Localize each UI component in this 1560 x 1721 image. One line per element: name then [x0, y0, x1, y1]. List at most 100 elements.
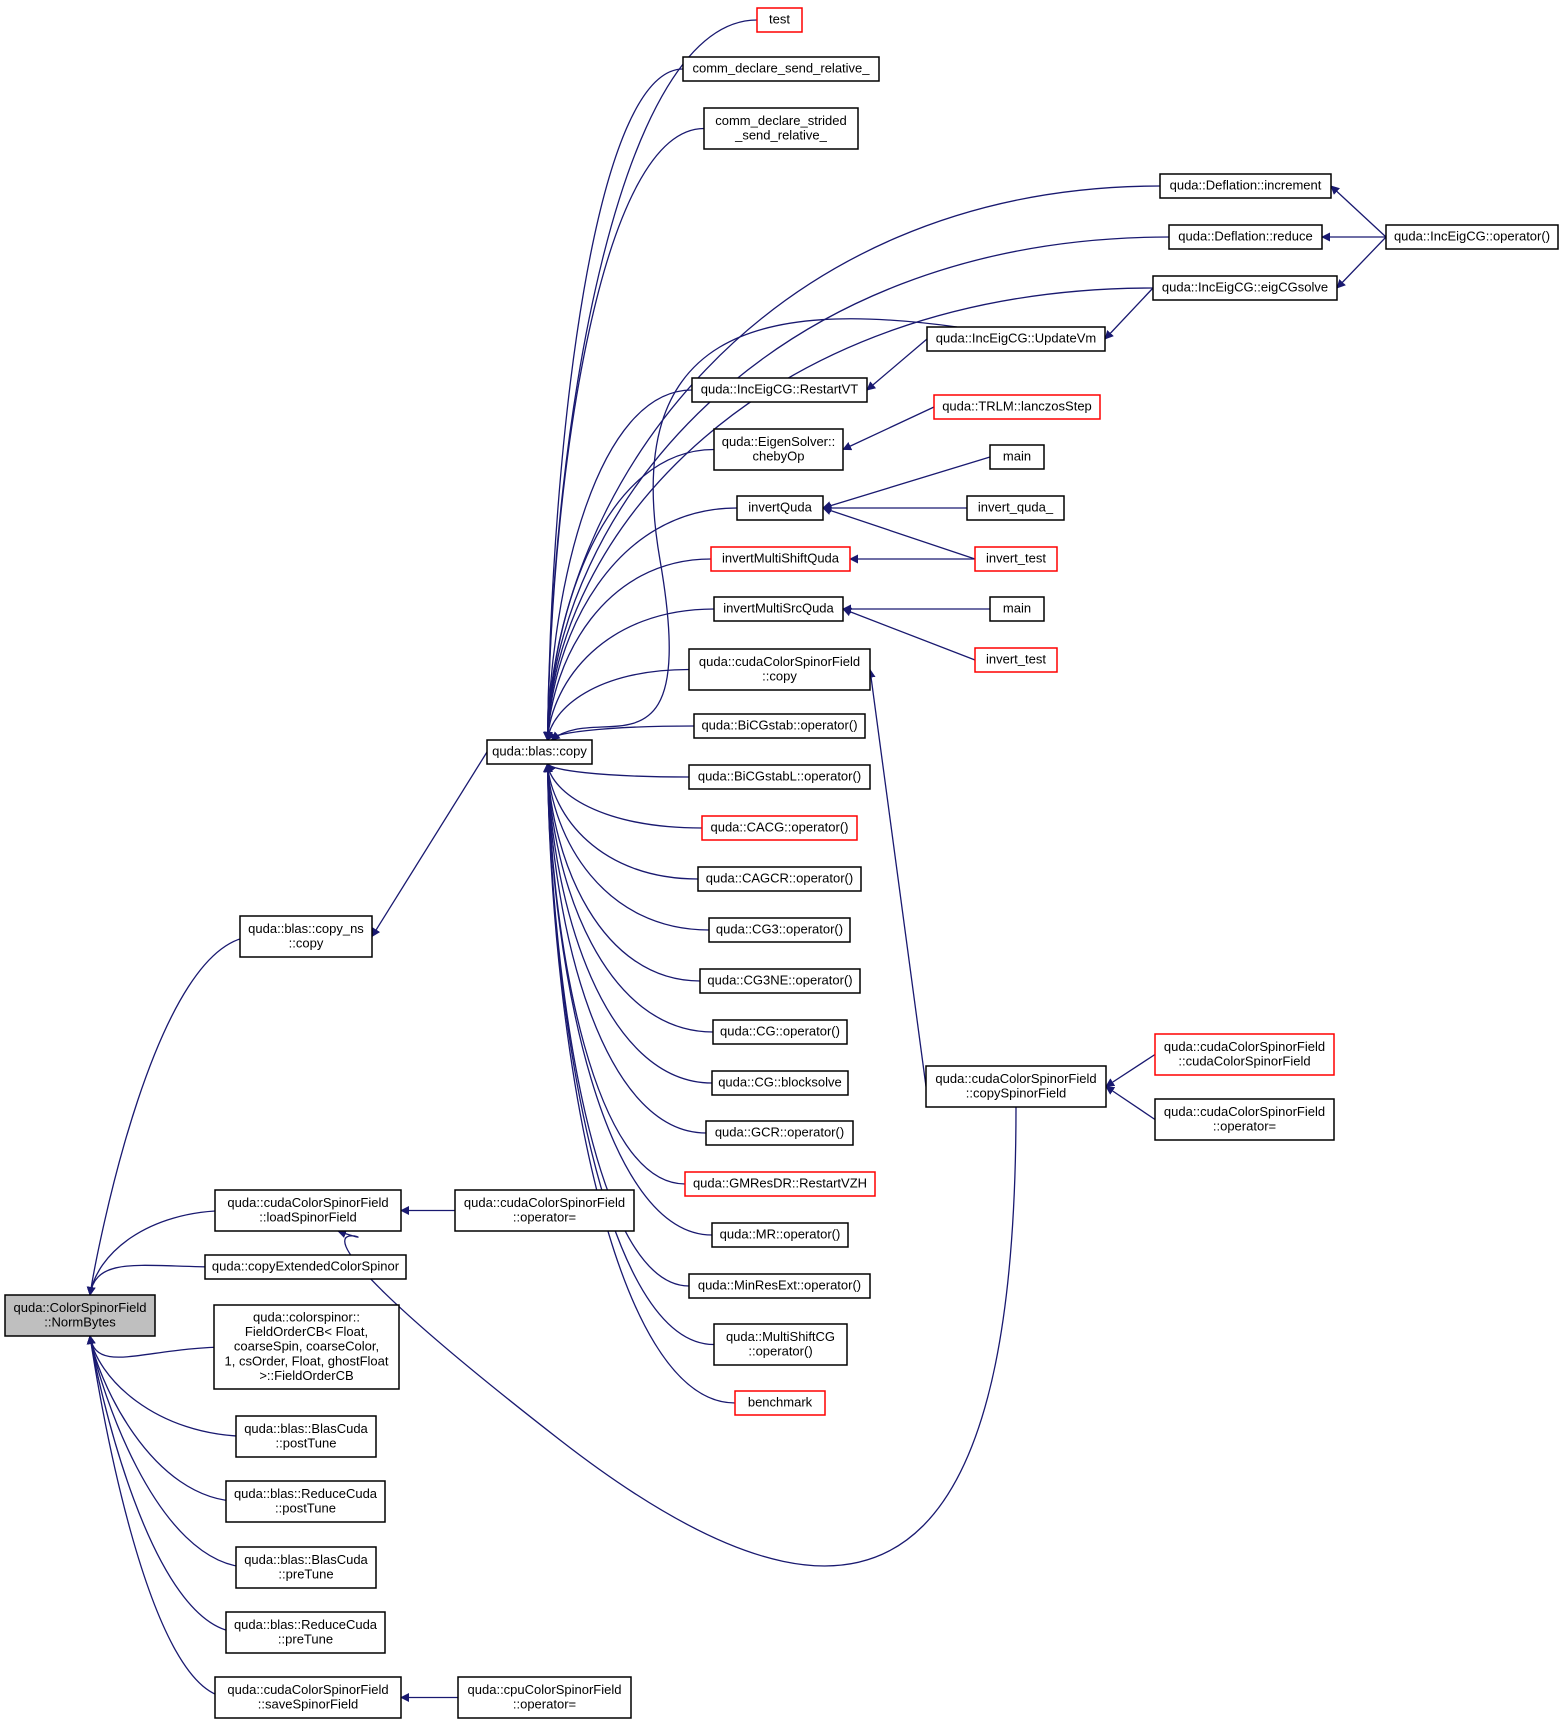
graph-node-gmres[interactable]: quda::GMResDR::RestartVZH — [684, 1171, 876, 1197]
graph-node-lanczos[interactable]: quda::TRLM::lanczosStep — [933, 394, 1101, 420]
graph-node-cagcr[interactable]: quda::CAGCR::operator() — [697, 866, 862, 892]
node-label: >::FieldOrderCB — [259, 1368, 353, 1383]
node-box — [705, 1120, 854, 1146]
edge-copyns-to-root — [86, 935, 256, 1296]
graph-node-cg3[interactable]: quda::CG3::operator() — [708, 917, 851, 943]
graph-node-cg[interactable]: quda::CG::operator() — [712, 1019, 848, 1045]
graph-node-blascopy[interactable]: quda::blas::copy — [486, 739, 593, 765]
node-label: quda::cpuColorSpinorField — [468, 1682, 622, 1697]
node-box — [486, 739, 593, 765]
node-label: invert_quda_ — [978, 500, 1054, 515]
edge-cagcr-to-blascopy — [543, 763, 699, 880]
graph-node-updVm[interactable]: quda::IncEigCG::UpdateVm — [926, 326, 1106, 352]
node-box — [204, 1254, 407, 1280]
graph-node-bicgL[interactable]: quda::BiCGstabL::operator() — [688, 764, 871, 790]
node-box — [713, 596, 844, 622]
node-label: quda::cudaColorSpinorField — [699, 654, 860, 669]
graph-node-cacg[interactable]: quda::CACG::operator() — [701, 815, 858, 841]
node-label: benchmark — [748, 1395, 813, 1410]
node-box — [213, 1304, 400, 1390]
node-box — [756, 7, 803, 33]
graph-node-bench[interactable]: benchmark — [734, 1390, 826, 1416]
graph-node-invQ_[interactable]: invert_quda_ — [966, 495, 1065, 521]
graph-node-invTest1[interactable]: invert_test — [974, 546, 1058, 572]
node-label: quda::cudaColorSpinorField — [464, 1195, 625, 1210]
graph-node-cpuOpEq[interactable]: quda::cpuColorSpinorField::operator= — [457, 1676, 632, 1719]
graph-node-cudaOpEq1[interactable]: quda::cudaColorSpinorField::operator= — [454, 1189, 635, 1232]
graph-node-root[interactable]: quda::ColorSpinorField::NormBytes — [4, 1294, 156, 1337]
graph-node-incOp[interactable]: quda::IncEigCG::operator() — [1385, 224, 1559, 250]
node-label: 1, csOrder, Float, ghostFloat — [224, 1353, 388, 1368]
graph-node-invMSrc[interactable]: invertMultiSrcQuda — [713, 596, 844, 622]
node-label: chebyOp — [752, 449, 804, 464]
node-box — [711, 1070, 849, 1096]
edge-redPre-to-root — [86, 1335, 242, 1634]
node-label: quda::colorspinor:: — [253, 1310, 360, 1325]
node-label: quda::IncEigCG::RestartVT — [701, 382, 859, 397]
graph-node-defInc[interactable]: quda::Deflation::increment — [1159, 173, 1332, 199]
graph-node-copyExt[interactable]: quda::copyExtendedColorSpinor — [204, 1254, 407, 1280]
node-label: main — [1003, 601, 1031, 616]
graph-node-blasPre[interactable]: quda::blas::BlasCuda::preTune — [235, 1546, 377, 1589]
graph-node-copyns[interactable]: quda::blas::copy_ns::copy — [239, 915, 373, 958]
node-box — [712, 1019, 848, 1045]
graph-node-cgbs[interactable]: quda::CG::blocksolve — [711, 1070, 849, 1096]
graph-node-copySF[interactable]: quda::cudaColorSpinorField::copySpinorFi… — [925, 1065, 1107, 1108]
node-box — [1159, 173, 1332, 199]
edge-defRed-to-blascopy — [543, 236, 1170, 741]
graph-node-mr[interactable]: quda::MR::operator() — [711, 1222, 849, 1248]
graph-node-cudaCopy[interactable]: quda::cudaColorSpinorField::copy — [688, 648, 871, 691]
graph-node-cudaOpEq2[interactable]: quda::cudaColorSpinorField::operator= — [1154, 1098, 1335, 1141]
graph-node-invMS[interactable]: invertMultiShiftQuda — [710, 546, 851, 572]
graph-node-eigSolve[interactable]: quda::IncEigCG::eigCGsolve — [1152, 275, 1338, 301]
node-box — [225, 1611, 386, 1654]
graph-node-mscg[interactable]: quda::MultiShiftCG::operator() — [713, 1323, 848, 1366]
graph-node-cdssr[interactable]: comm_declare_strided_send_relative_ — [703, 107, 859, 150]
graph-node-redPost[interactable]: quda::blas::ReduceCuda::postTune — [225, 1480, 386, 1523]
graph-node-cg3ne[interactable]: quda::CG3NE::operator() — [699, 968, 861, 994]
graph-node-cheby[interactable]: quda::EigenSolver::chebyOp — [713, 428, 844, 471]
node-label: invert_test — [986, 652, 1046, 667]
graph-node-saveSF[interactable]: quda::cudaColorSpinorField::saveSpinorFi… — [214, 1676, 402, 1719]
graph-node-loadSF[interactable]: quda::cudaColorSpinorField::loadSpinorFi… — [214, 1189, 402, 1232]
node-label: invertMultiSrcQuda — [723, 601, 834, 616]
graph-node-redPre[interactable]: quda::blas::ReduceCuda::preTune — [225, 1611, 386, 1654]
node-label: ::saveSpinorField — [258, 1697, 358, 1712]
node-box — [4, 1294, 156, 1337]
node-box — [1168, 224, 1323, 250]
edge-invTest2-to-invMSrc — [842, 607, 976, 661]
node-box — [688, 648, 871, 691]
graph-node-gcr[interactable]: quda::GCR::operator() — [705, 1120, 854, 1146]
graph-node-invQuda[interactable]: invertQuda — [736, 495, 824, 521]
node-box — [989, 596, 1045, 622]
graph-node-main2[interactable]: main — [989, 596, 1045, 622]
graph-node-invTest2[interactable]: invert_test — [974, 647, 1058, 673]
edge-invMSrc-to-blascopy — [543, 608, 715, 741]
edge-eigSolve-to-blascopy — [543, 287, 1154, 741]
node-label: quda::blas::BlasCuda — [244, 1421, 368, 1436]
node-label: quda::CACG::operator() — [710, 820, 848, 835]
node-box — [1154, 1098, 1335, 1141]
node-box — [225, 1480, 386, 1523]
edge-blasPre-to-root — [86, 1335, 252, 1569]
node-label: quda::blas::ReduceCuda — [234, 1486, 378, 1501]
graph-node-cdsr[interactable]: comm_declare_send_relative_ — [682, 56, 880, 82]
edge-fieldOrder-to-root — [86, 1335, 230, 1358]
node-box — [697, 866, 862, 892]
graph-node-minres[interactable]: quda::MinResExt::operator() — [688, 1273, 871, 1299]
graph-node-main1[interactable]: main — [989, 444, 1045, 470]
graph-node-fieldOrder[interactable]: quda::colorspinor::FieldOrderCB< Float,c… — [213, 1304, 400, 1390]
graph-node-bicg[interactable]: quda::BiCGstab::operator() — [693, 713, 866, 739]
edge-cdssr-to-blascopy — [543, 127, 705, 741]
graph-node-blasPost[interactable]: quda::blas::BlasCuda::postTune — [235, 1415, 377, 1458]
node-label: quda::IncEigCG::operator() — [1394, 229, 1550, 244]
node-box — [701, 815, 858, 841]
edge-redPost-to-root — [86, 1335, 242, 1503]
node-box — [688, 764, 871, 790]
graph-node-cudaCtor[interactable]: quda::cudaColorSpinorField::cudaColorSpi… — [1154, 1033, 1335, 1076]
graph-node-restartVT[interactable]: quda::IncEigCG::RestartVT — [691, 377, 868, 403]
graph-node-test[interactable]: test — [756, 7, 803, 33]
node-label: ::preTune — [278, 1567, 333, 1582]
node-label: quda::cudaColorSpinorField — [227, 1195, 388, 1210]
graph-node-defRed[interactable]: quda::Deflation::reduce — [1168, 224, 1323, 250]
